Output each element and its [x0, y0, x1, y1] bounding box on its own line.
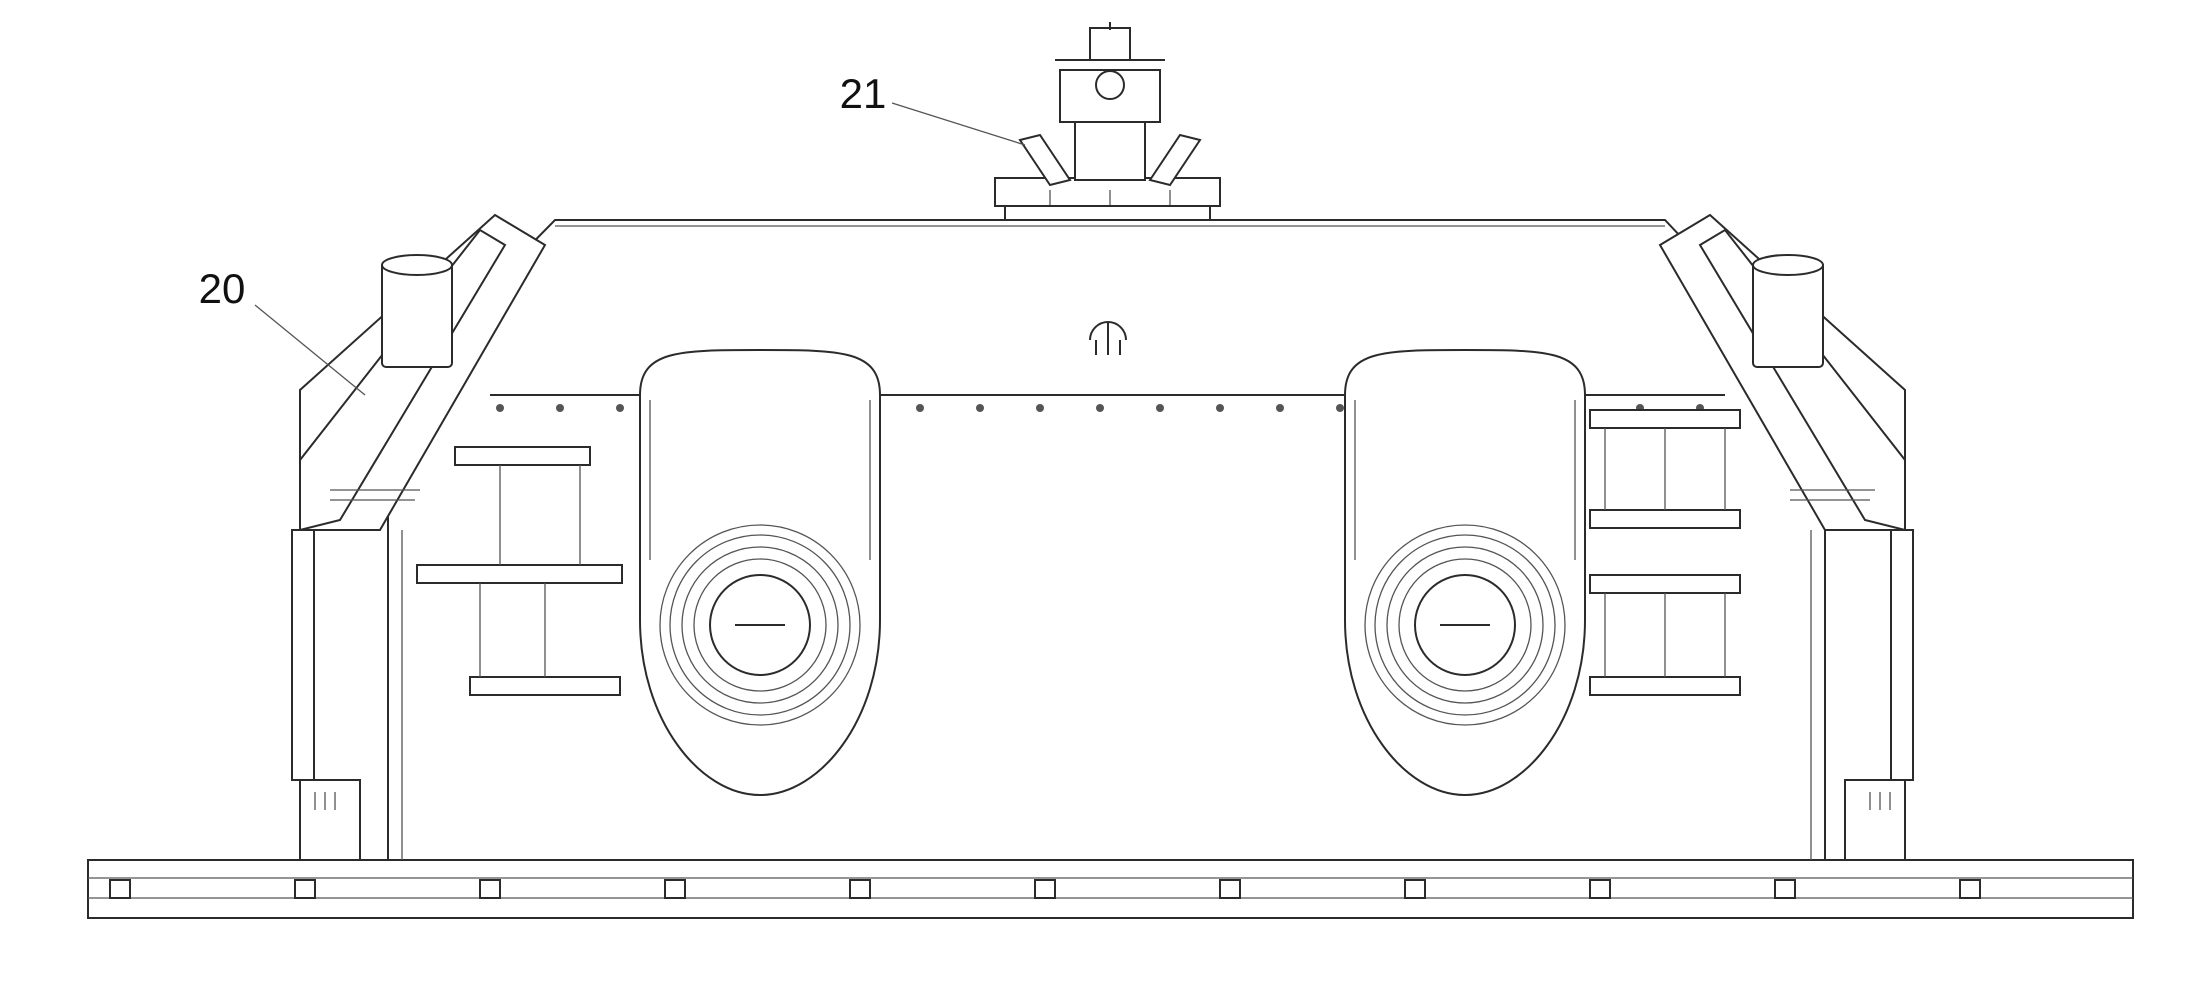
lifting-eye-symbol — [1089, 321, 1127, 355]
rail-bolt — [109, 879, 131, 899]
seam-bolt — [556, 404, 564, 412]
left-bracket-frame — [416, 446, 623, 696]
rail-bolt — [849, 879, 871, 899]
right-bracket-frame — [1589, 409, 1741, 696]
seam-bolt — [1216, 404, 1224, 412]
rail-bolt — [294, 879, 316, 899]
rail-bolt — [1774, 879, 1796, 899]
rail-bolt — [1219, 879, 1241, 899]
rail-bolt — [1589, 879, 1611, 899]
seam-bolt — [1036, 404, 1044, 412]
rail-bolt — [1404, 879, 1426, 899]
seam-bolt — [1096, 404, 1104, 412]
seam-bolt — [976, 404, 984, 412]
seam-bolt — [496, 404, 504, 412]
rail-bolt — [1959, 879, 1981, 899]
callout-21: 21 — [840, 70, 1026, 146]
callout-20: 20 — [199, 265, 366, 396]
left-motor-housing — [639, 349, 881, 797]
seam-bolt — [1156, 404, 1164, 412]
right-motor-housing — [1344, 349, 1586, 797]
rail-bolt — [479, 879, 501, 899]
left-side-chute — [291, 213, 547, 861]
rail-bolt-row — [109, 879, 1981, 899]
callout-21-label: 21 — [840, 70, 887, 117]
right-side-chute — [1658, 213, 1914, 861]
rail-bolt — [664, 879, 686, 899]
seam-bolt — [1336, 404, 1344, 412]
top-actuator-assembly — [994, 22, 1221, 221]
seam-bolt — [916, 404, 924, 412]
seam-bolt — [616, 404, 624, 412]
callout-20-label: 20 — [199, 265, 246, 312]
housing-body — [387, 219, 1826, 861]
rail-bolt — [1034, 879, 1056, 899]
seam-bolt — [1276, 404, 1284, 412]
